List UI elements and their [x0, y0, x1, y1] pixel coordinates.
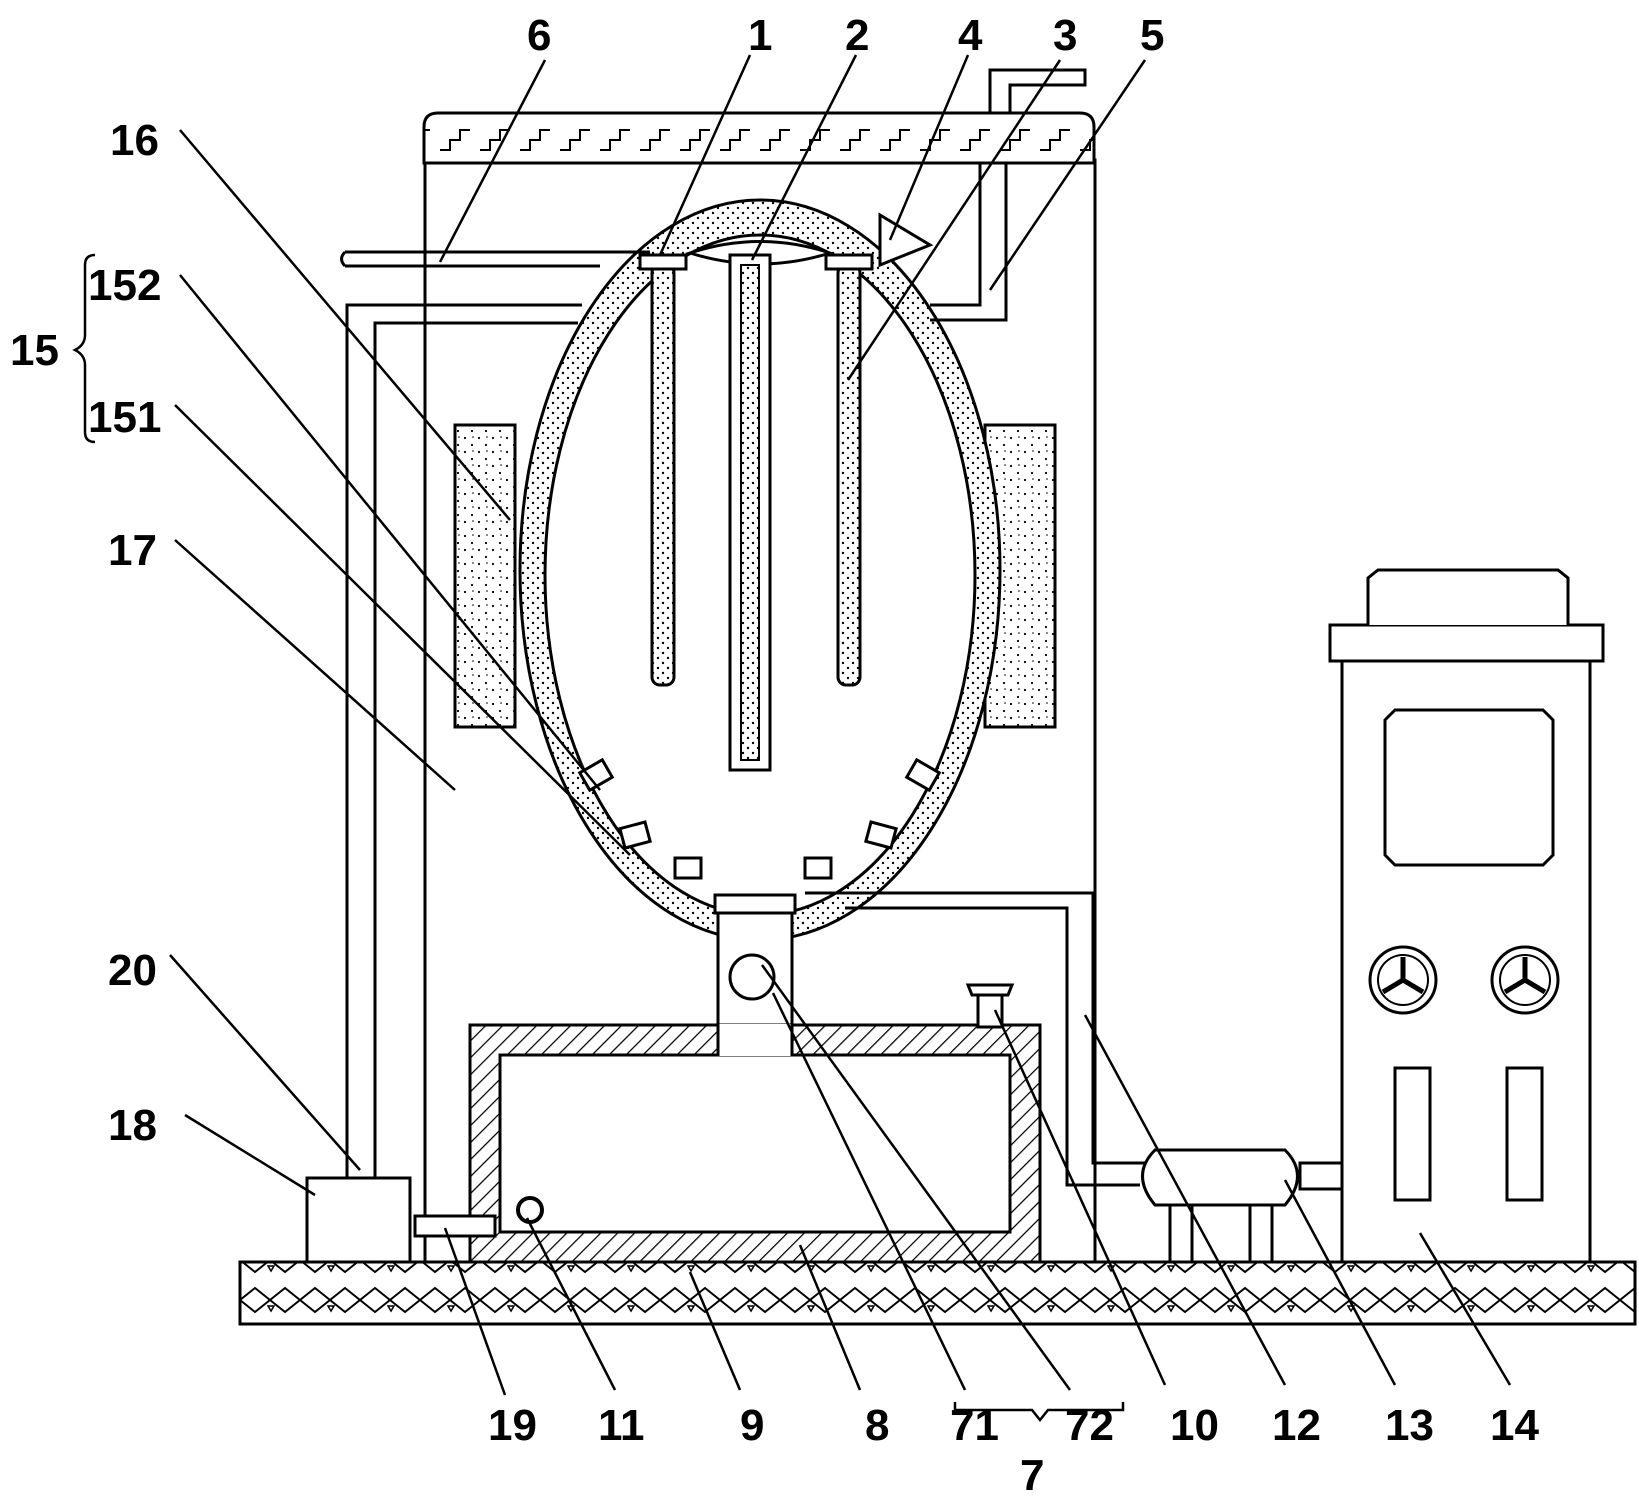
right-rod	[836, 263, 862, 687]
nozzle-row	[577, 757, 942, 880]
slot-left	[1393, 1066, 1432, 1202]
label-71: 71	[950, 1401, 999, 1450]
tank-filler-neck	[976, 993, 1004, 1029]
knob-right-icon[interactable]	[1490, 945, 1560, 1015]
label-5: 5	[1140, 11, 1164, 60]
label-18: 18	[108, 1101, 157, 1150]
label-19: 19	[488, 1401, 537, 1450]
nozzle	[904, 757, 942, 793]
outlet-pipe-12-inner	[845, 906, 1140, 1187]
rotation-arrow	[878, 212, 934, 268]
label-4: 4	[958, 11, 983, 60]
pump-18	[305, 1176, 412, 1264]
right-rod-cap	[824, 253, 874, 271]
vent-pipe-5	[930, 163, 1008, 322]
water-tank	[468, 1023, 1042, 1264]
label-152: 152	[88, 261, 161, 310]
nozzle	[577, 757, 615, 793]
return-pipe-inner	[373, 321, 578, 1180]
nozzle	[864, 820, 898, 850]
exchanger-leg-left	[1168, 1203, 1194, 1264]
label-9: 9	[740, 1401, 764, 1450]
control-cabinet-top-cap	[1366, 568, 1570, 625]
label-13: 13	[1385, 1401, 1434, 1450]
exchanger-connector	[1298, 1161, 1344, 1191]
label-10: 10	[1170, 1401, 1219, 1450]
nozzle	[803, 856, 833, 880]
label-2: 2	[845, 11, 869, 60]
nozzle	[618, 820, 652, 850]
exchanger-leg-right	[1248, 1203, 1274, 1264]
label-72: 72	[1065, 1401, 1114, 1450]
center-rod-core	[740, 264, 760, 761]
feed-pipe-6	[345, 250, 650, 268]
label-20: 20	[108, 946, 157, 995]
label-15: 15	[10, 326, 59, 375]
cabinet-lid	[422, 111, 1096, 165]
label-7: 7	[1020, 1451, 1044, 1500]
label-group: 1 2 4 3 5 6 16 152 15 151 17 20 18 19 11…	[10, 11, 1539, 1500]
left-rod-cap	[638, 253, 688, 271]
left-insulation-block	[453, 423, 517, 729]
label-16: 16	[110, 116, 159, 165]
tank-column-gap	[719, 1024, 791, 1056]
nozzle	[673, 856, 703, 880]
label-17: 17	[108, 526, 157, 575]
bearing	[728, 953, 776, 1001]
slot-right	[1505, 1066, 1544, 1202]
label-14: 14	[1490, 1401, 1539, 1450]
feed-pipe-6-end	[340, 250, 347, 268]
drain-valve	[516, 1196, 544, 1224]
left-rod	[650, 263, 676, 687]
control-cabinet-top-plate	[1328, 623, 1605, 663]
knob-left-icon[interactable]	[1368, 945, 1438, 1015]
neck-piece	[713, 893, 797, 915]
label-151: 151	[88, 393, 161, 442]
label-6: 6	[527, 11, 551, 60]
drain-pipe	[413, 1214, 497, 1238]
label-8: 8	[865, 1401, 889, 1450]
label-3: 3	[1053, 11, 1077, 60]
label-11: 11	[598, 1401, 645, 1450]
label-12: 12	[1272, 1401, 1321, 1450]
return-pipe-outer	[345, 303, 582, 1180]
leader-lines	[72, 54, 1512, 1423]
heat-exchanger-13	[1141, 1148, 1299, 1207]
label-1: 1	[748, 11, 772, 60]
tank-filler-cap	[965, 983, 1015, 997]
lid-exhaust-pipe	[988, 68, 1087, 113]
ground-slab	[238, 1260, 1637, 1326]
display-screen	[1383, 708, 1555, 867]
